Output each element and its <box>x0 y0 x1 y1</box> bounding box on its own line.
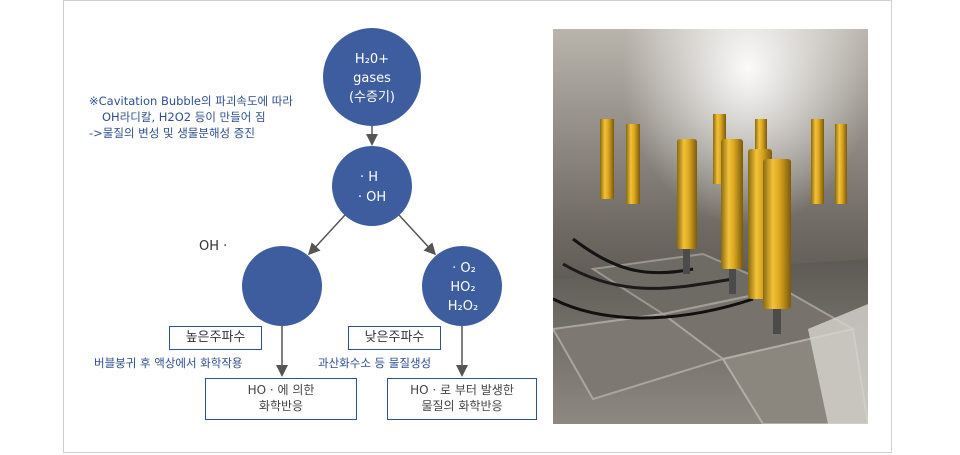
transducer-tank-illustration <box>553 29 868 424</box>
arrow-middle-to-left <box>307 214 346 256</box>
note-line1: ※Cavitation Bubble의 파괴속도에 따라 <box>89 94 293 108</box>
note-line2: OH라디칼, H2O2 등이 만들어 짐 <box>102 110 266 124</box>
top-node-line2: gases <box>353 71 391 86</box>
transducer-tank-photo <box>553 29 868 424</box>
low-frequency-result-box: HO · 로 부터 발생한 물질의 화학반응 <box>387 378 537 420</box>
cavitation-diagram: H₂0+ gases (수증기) · H · OH · O₂ HO₂ H₂O₂ <box>242 28 502 377</box>
arrow-middle-to-right <box>398 214 437 256</box>
node-radicals <box>332 146 412 226</box>
oh-radical-label: OH · <box>199 239 228 254</box>
high-frequency-result-line2: 화학반응 <box>258 399 304 413</box>
top-node-line1: H₂0+ <box>355 52 389 67</box>
low-frequency-result-line2: 물질의 화학반응 <box>421 399 503 413</box>
high-frequency-description: 버블붕귀 후 액상에서 화학작용 <box>94 356 243 370</box>
node-water-gases <box>323 28 421 126</box>
high-frequency-box: 높은주파수 <box>169 326 262 350</box>
low-frequency-box: 낮은주파수 <box>348 326 441 350</box>
low-frequency-result-line1: HO · 로 부터 발생한 <box>410 383 514 397</box>
node-low-frequency <box>422 246 502 326</box>
right-node-line3: H₂O₂ <box>448 299 478 314</box>
note-line3: ->물질의 변성 및 생물분해성 증진 <box>89 126 255 140</box>
middle-node-line1: · H <box>360 170 378 185</box>
low-frequency-description: 과산화수소 등 물질생성 <box>318 356 432 370</box>
high-frequency-result-box: HO · 에 의한 화학반응 <box>205 378 357 420</box>
node-high-frequency <box>242 246 322 326</box>
middle-node-line2: · OH <box>358 190 386 205</box>
right-node-line2: HO₂ <box>450 280 475 295</box>
high-frequency-result-line1: HO · 에 의한 <box>247 383 315 397</box>
top-node-line3: (수증기) <box>349 90 395 105</box>
right-node-line1: · O₂ <box>452 261 476 276</box>
cavitation-note: ※Cavitation Bubble의 파괴속도에 따라 OH라디칼, H2O2… <box>89 93 349 141</box>
